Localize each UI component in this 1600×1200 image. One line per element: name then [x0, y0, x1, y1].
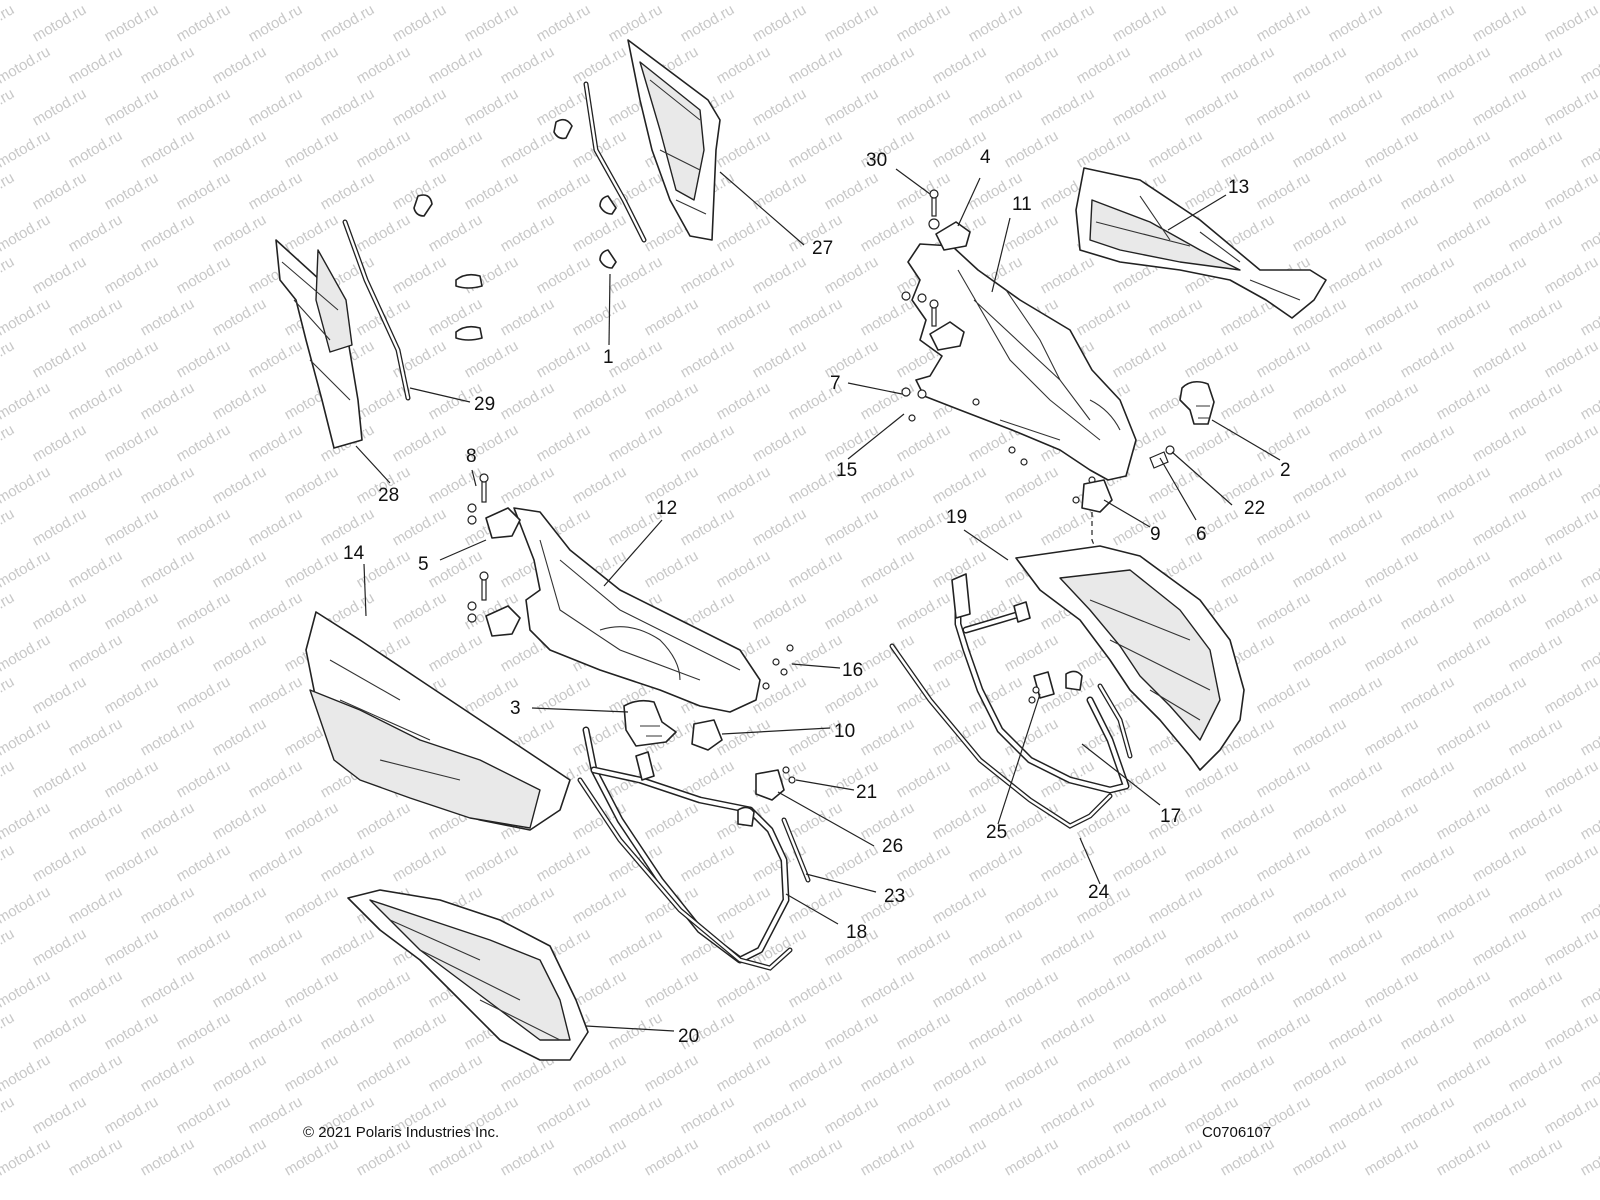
- part-18-door-frame-tube: [582, 726, 790, 964]
- callout-15: 15: [836, 460, 857, 481]
- callout-1: 1: [603, 347, 614, 368]
- callout-5: 5: [418, 554, 429, 575]
- part-1-seal-rail: [583, 81, 647, 243]
- part-12-door-frame: [513, 507, 761, 713]
- callout-2: 2: [1280, 460, 1291, 481]
- part-28-upper-door-panel: [275, 239, 363, 449]
- part-13-upper-door-panel: [1075, 167, 1327, 319]
- callout-13: 13: [1228, 177, 1249, 198]
- callout-4: 4: [980, 147, 991, 168]
- callout-19: 19: [946, 507, 967, 528]
- callout-27: 27: [812, 238, 833, 259]
- part-30-bolt: [928, 189, 940, 327]
- part-19-lower-door-panel: [1015, 545, 1245, 771]
- part-1-clips: [413, 118, 617, 341]
- callout-14: 14: [343, 543, 365, 564]
- part-24-seal-strip: [889, 643, 1133, 829]
- drawing-code: C0706107: [1202, 1124, 1272, 1141]
- callout-18: 18: [846, 922, 867, 943]
- part-27-upper-door-panel: [627, 39, 721, 241]
- part-14-lower-door-panel: [305, 611, 571, 831]
- part-20-lower-door-skin: [347, 889, 589, 1061]
- seal-lower-left: [577, 777, 793, 971]
- callout-3: 3: [510, 698, 521, 719]
- callout-21: 21: [856, 782, 877, 803]
- callout-25: 25: [986, 822, 1007, 843]
- callout-22: 22: [1244, 498, 1265, 519]
- part-26-21-hinge: [755, 766, 796, 801]
- part-3-latch: [623, 699, 677, 747]
- part-9-plate: [1072, 479, 1113, 513]
- part-25-hinge-bracket: [1028, 670, 1083, 704]
- callout-11: 11: [1012, 194, 1032, 215]
- callout-12: 12: [656, 498, 677, 519]
- callout-labels: 1 2 3 4 5 6 7 8 9 10 11 12 13 14 15 16 1…: [343, 147, 1291, 1047]
- part-11-door-frame: [907, 243, 1137, 481]
- callout-29: 29: [474, 394, 495, 415]
- callout-17: 17: [1160, 806, 1181, 827]
- callout-10: 10: [834, 721, 855, 742]
- copyright-text: © 2021 Polaris Industries Inc.: [303, 1124, 500, 1141]
- part-4-hinge: [929, 221, 971, 351]
- callout-30: 30: [866, 150, 887, 171]
- part-10-plate: [691, 719, 723, 751]
- callout-23: 23: [884, 886, 905, 907]
- callout-16: 16: [842, 660, 863, 681]
- part-23-seal: [781, 817, 811, 883]
- part-2-latch: [1179, 380, 1215, 425]
- callout-20: 20: [678, 1026, 699, 1047]
- part-17-door-frame-tube: [951, 573, 1130, 794]
- part-29-seal-strip: [342, 219, 411, 401]
- callout-8: 8: [466, 446, 477, 467]
- callout-9: 9: [1150, 524, 1161, 545]
- callout-6: 6: [1196, 524, 1207, 545]
- part-6-22-fasteners: [1149, 445, 1175, 469]
- watermark-text: motod.ru: [1578, 0, 1600, 3]
- part-16-fasteners: [762, 644, 794, 690]
- callout-24: 24: [1088, 882, 1110, 903]
- callout-26: 26: [882, 836, 903, 857]
- callout-28: 28: [378, 485, 399, 506]
- callout-7: 7: [830, 373, 841, 394]
- part-8-5-hinges: [467, 473, 521, 637]
- leader-lines: [355, 168, 1281, 1032]
